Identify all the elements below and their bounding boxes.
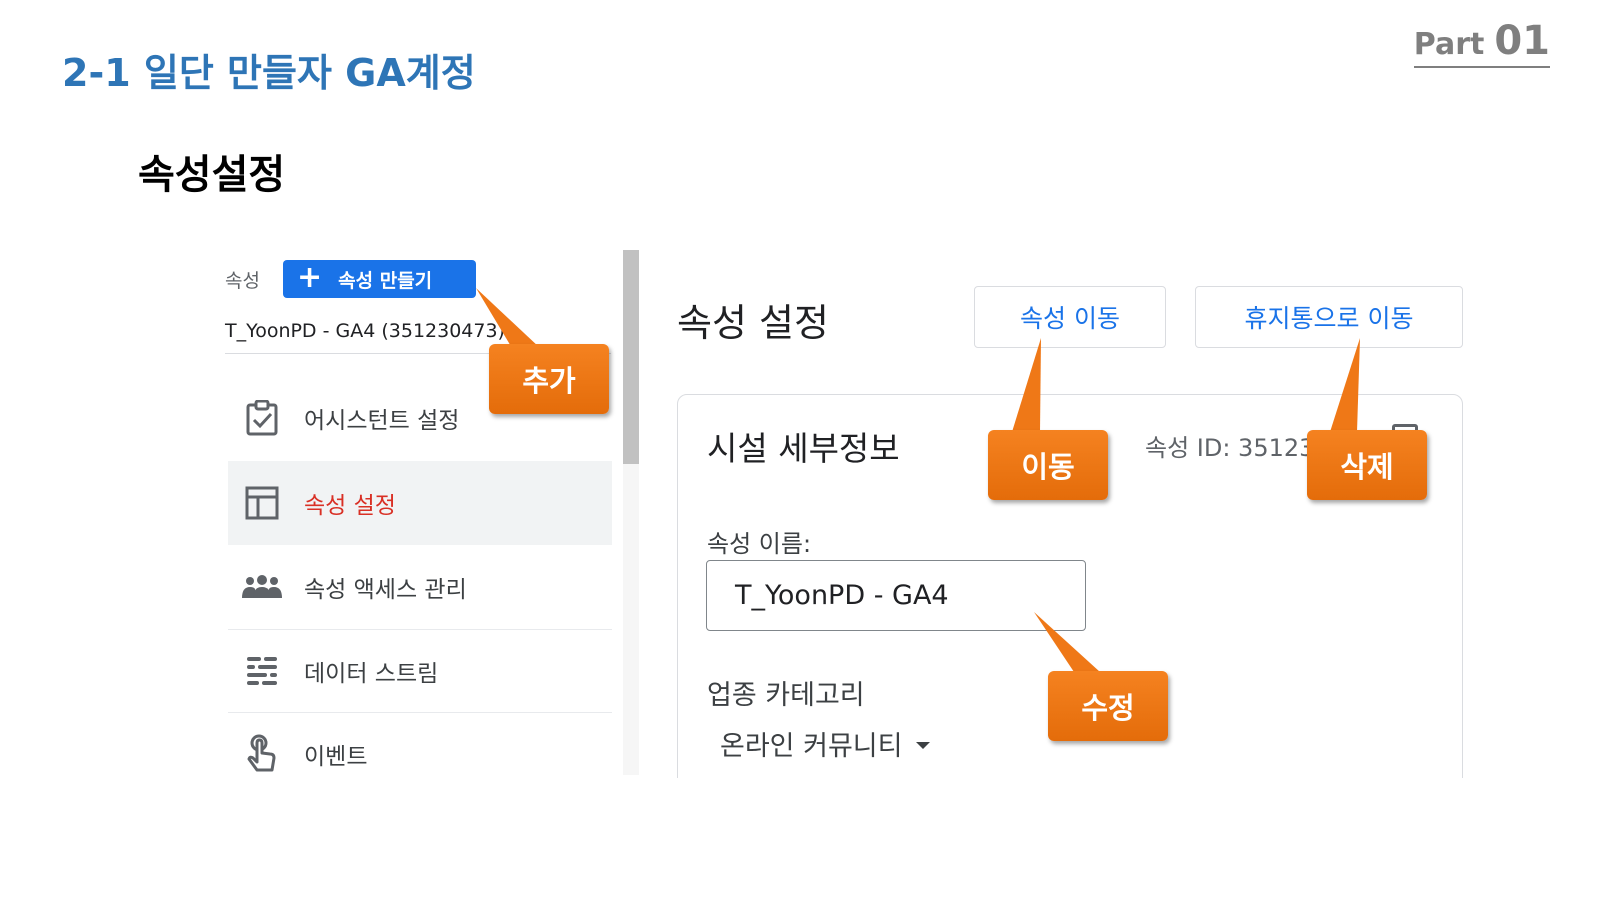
- data-stream-icon: [242, 651, 282, 691]
- sidebar-item-events[interactable]: 이벤트: [228, 712, 612, 796]
- divider: [228, 712, 612, 713]
- slide-title: 2-1 일단 만들자 GA계정: [62, 51, 476, 95]
- edit-callout: 수정: [1048, 671, 1168, 741]
- industry-category-value: 온라인 커뮤니티: [720, 731, 903, 762]
- part-number: 01: [1494, 18, 1550, 64]
- people-icon: [242, 567, 282, 607]
- industry-category-select[interactable]: 온라인 커뮤니티: [720, 724, 931, 763]
- sidebar-item-property-access[interactable]: 속성 액세스 관리: [228, 545, 612, 629]
- property-selector[interactable]: T_YoonPD - GA4 (351230473): [225, 320, 505, 342]
- move-callout-pointer: [1012, 338, 1041, 432]
- assistant-check-icon: [242, 398, 282, 438]
- add-callout-pointer: [476, 288, 540, 348]
- move-callout: 이동: [988, 430, 1108, 500]
- industry-category-label: 업종 카테고리: [707, 680, 865, 711]
- create-property-button[interactable]: + 속성 만들기: [283, 260, 476, 298]
- scrollbar-thumb[interactable]: [623, 250, 639, 464]
- property-name-input[interactable]: T_YoonPD - GA4: [706, 560, 1086, 631]
- property-label: 속성: [225, 270, 260, 292]
- property-id: 속성 ID: 35123: [1145, 434, 1315, 462]
- part-word: Part: [1413, 27, 1485, 62]
- section-title: 속성설정: [138, 152, 286, 198]
- divider: [228, 629, 612, 630]
- touch-icon: [242, 734, 282, 774]
- delete-callout-pointer: [1330, 338, 1360, 432]
- sidebar-item-label: 이벤트: [304, 744, 368, 770]
- part-label: Part 01: [1413, 18, 1550, 68]
- add-callout: 추가: [489, 344, 609, 414]
- sidebar-item-property-settings[interactable]: 속성 설정: [228, 461, 612, 545]
- property-name-label: 속성 이름:: [707, 530, 812, 558]
- sidebar-item-label: 속성 설정: [304, 493, 396, 519]
- move-to-trash-button[interactable]: 휴지통으로 이동: [1195, 286, 1463, 348]
- page-title: 속성 설정: [677, 301, 829, 345]
- sidebar-item-label: 어시스턴트 설정: [304, 408, 460, 434]
- edit-callout-pointer: [1034, 612, 1100, 672]
- plus-icon: +: [297, 259, 323, 295]
- caret-down-icon: [916, 742, 931, 749]
- delete-callout: 삭제: [1307, 430, 1427, 500]
- sidebar-item-label: 속성 액세스 관리: [304, 577, 467, 603]
- sidebar-item-assistant-settings[interactable]: 어시스턴트 설정: [228, 376, 612, 460]
- cropped-area: [600, 778, 1500, 900]
- property-settings-icon: [242, 483, 282, 523]
- create-property-label: 속성 만들기: [338, 269, 433, 292]
- card-title: 시설 세부정보: [707, 429, 900, 468]
- sidebar-item-label: 데이터 스트림: [304, 661, 439, 687]
- divider: [225, 353, 611, 354]
- move-property-button[interactable]: 속성 이동: [974, 286, 1166, 348]
- sidebar-item-data-streams[interactable]: 데이터 스트림: [228, 629, 612, 713]
